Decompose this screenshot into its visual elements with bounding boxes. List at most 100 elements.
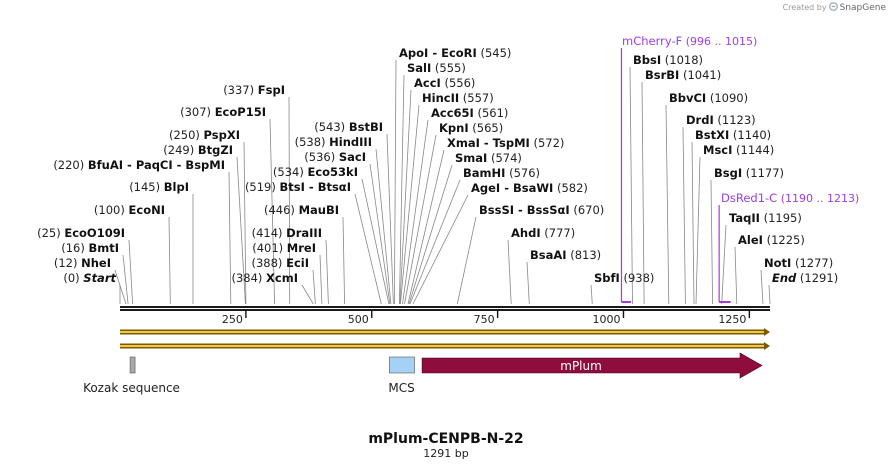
leader-taqii [721, 224, 727, 305]
tick-label-250: 250 [222, 313, 243, 326]
site-pos-sali: (555) [431, 61, 466, 75]
site-label-draiii[interactable]: (414) DraIII [252, 226, 322, 240]
site-label-ecop15i[interactable]: (307) EcoP15I [180, 105, 266, 119]
site-name-btgzi: BtgZI [198, 143, 233, 157]
site-name-fspi: FspI [258, 83, 285, 97]
leader-econi [168, 216, 171, 305]
site-label-btsi-bts-i[interactable]: (519) BtsI - BtsαI [245, 180, 351, 194]
site-label-drdi[interactable]: DrdI (1123) [686, 113, 756, 127]
tick-label-1000: 1000 [592, 313, 620, 326]
site-label-bbvci[interactable]: BbvCI (1090) [669, 91, 748, 105]
site-name-agei-bsawi: AgeI - BsaWI [471, 181, 553, 195]
site-label-msci[interactable]: MscI (1144) [703, 143, 774, 157]
credit-prefix: Created by [782, 3, 827, 12]
site-label-maubi[interactable]: (446) MauBI [264, 203, 339, 217]
site-label-xcmi[interactable]: (384) XcmI [231, 271, 298, 285]
site-name-start: Start [83, 271, 116, 285]
site-label-eco53ki[interactable]: (534) Eco53kI [273, 165, 358, 179]
site-pos-start: (0) [63, 271, 83, 285]
site-label-fspi[interactable]: (337) FspI [223, 83, 285, 97]
site-label-alei[interactable]: AleI (1225) [738, 233, 805, 247]
feature-mcs[interactable]: MCS [388, 356, 415, 395]
site-pos-bfuai-paqci-bspmi: (220) [53, 158, 88, 172]
site-pos-hincii: (557) [459, 91, 494, 105]
leader-bsssi-bsss-i [456, 216, 477, 305]
site-name-econi: EcoNI [129, 203, 165, 217]
primer-mcherry-f[interactable]: mCherry-F (996 .. 1015) [620, 34, 757, 303]
site-pos-saci: (536) [304, 150, 339, 164]
site-label-agei-bsawi[interactable]: AgeI - BsaWI (582) [471, 181, 588, 195]
svg-text:DsRed1-C (1190 .. 1213): DsRed1-C (1190 .. 1213) [721, 191, 859, 205]
site-label-bsrbi[interactable]: BsrBI (1041) [645, 68, 721, 82]
site-label-smai[interactable]: SmaI (574) [455, 151, 522, 165]
site-pos-noti: (1277) [791, 256, 833, 270]
site-label-blpi[interactable]: (145) BlpI [129, 180, 189, 194]
site-name-bstxi: BstXI [695, 128, 729, 142]
site-label-apoi-ecori[interactable]: ApoI - EcoRI (545) [399, 46, 511, 60]
site-label-sbfi[interactable]: SbfI (938) [594, 271, 654, 285]
orf-arrow-1[interactable] [120, 328, 770, 336]
site-label-acc65i[interactable]: Acc65I (561) [431, 106, 508, 120]
site-label-bfuai-paqci-bspmi[interactable]: (220) BfuAI - PaqCI - BspMI [53, 158, 225, 172]
site-label-bsgi[interactable]: BsgI (1177) [714, 166, 784, 180]
site-label-ahdi[interactable]: AhdI (777) [511, 226, 575, 240]
feature-mplum[interactable]: mPlum [421, 352, 763, 379]
site-pos-bsrbi: (1041) [679, 68, 721, 82]
feature-kozak-sequence[interactable]: Kozak sequence [83, 356, 180, 395]
site-pos-draiii: (414) [252, 226, 287, 240]
site-label-btgzi[interactable]: (249) BtgZI [163, 143, 233, 157]
site-label-acci[interactable]: AccI (556) [414, 76, 475, 90]
site-name-noti: NotI [764, 256, 791, 270]
site-label-hincii[interactable]: HincII (557) [422, 91, 494, 105]
leader-apoi-ecori [394, 59, 397, 305]
orf-arrow-2[interactable] [120, 342, 770, 350]
leader-bsgi [710, 179, 713, 305]
site-label-bstxi[interactable]: BstXI (1140) [695, 128, 771, 142]
site-label-bamhi[interactable]: BamHI (576) [463, 166, 540, 180]
site-label-bbsi[interactable]: BbsI (1018) [633, 53, 703, 67]
tick-label-750: 750 [474, 313, 495, 326]
site-pos-agei-bsawi: (582) [553, 181, 588, 195]
site-label-end[interactable]: End (1291) [772, 271, 838, 285]
site-pos-eco53ki: (534) [273, 165, 308, 179]
leader-acci [399, 89, 412, 305]
leader-bfuai-paqci-bspmi [228, 171, 232, 305]
leader-ecop15i [269, 118, 275, 305]
site-label-saci[interactable]: (536) SacI [304, 150, 366, 164]
site-name-maubi: MauBI [299, 203, 339, 217]
site-pos-bbsi: (1018) [661, 53, 703, 67]
leader-nhei [114, 269, 127, 305]
site-name-ecop15i: EcoP15I [215, 105, 266, 119]
site-label-start[interactable]: (0) Start [63, 271, 116, 285]
svg-text:mCherry-F (996 .. 1015): mCherry-F (996 .. 1015) [622, 34, 757, 48]
site-name-draiii: DraIII [286, 226, 322, 240]
site-name-alei: AleI [738, 233, 763, 247]
site-name-bamhi: BamHI [463, 166, 505, 180]
site-label-mrei[interactable]: (401) MreI [252, 241, 316, 255]
leader-agei-bsawi [412, 194, 469, 305]
site-label-bsssi-bsss-i[interactable]: BssSI - BssSαI (670) [479, 203, 604, 217]
site-name-xcmi: XcmI [266, 271, 298, 285]
site-label-nhei[interactable]: (12) NheI [54, 256, 111, 270]
site-label-sali[interactable]: SalI (555) [407, 61, 466, 75]
site-label-hindiii[interactable]: (538) HindIII [295, 135, 372, 149]
site-label-pspxi[interactable]: (250) PspXI [169, 128, 240, 142]
site-pos-alei: (1225) [763, 233, 805, 247]
site-name-taqii: TaqII [729, 211, 760, 225]
leader-noti [760, 269, 764, 305]
site-label-econi[interactable]: (100) EcoNI [94, 203, 165, 217]
tick-label-500: 500 [348, 313, 369, 326]
site-label-bstbi[interactable]: (543) BstBI [314, 120, 383, 134]
site-label-ecoo109i[interactable]: (25) EcoO109I [37, 226, 125, 240]
leader-end [768, 284, 771, 305]
site-label-bsaai[interactable]: BsaAI (813) [530, 248, 601, 262]
site-pos-bsssi-bsss-i: (670) [570, 203, 605, 217]
primer-dsred1-c[interactable]: DsRed1-C (1190 .. 1213) [718, 191, 859, 303]
site-label-ecii[interactable]: (388) EciI [252, 256, 310, 270]
site-label-noti[interactable]: NotI (1277) [764, 256, 833, 270]
site-label-taqii[interactable]: TaqII (1195) [729, 211, 802, 225]
site-label-kpni[interactable]: KpnI (565) [439, 121, 503, 135]
site-label-xmai-tspmi[interactable]: XmaI - TspMI (572) [447, 136, 564, 150]
site-label-bmti[interactable]: (16) BmtI [61, 241, 119, 255]
leader-btsi-bts-i [354, 193, 382, 305]
